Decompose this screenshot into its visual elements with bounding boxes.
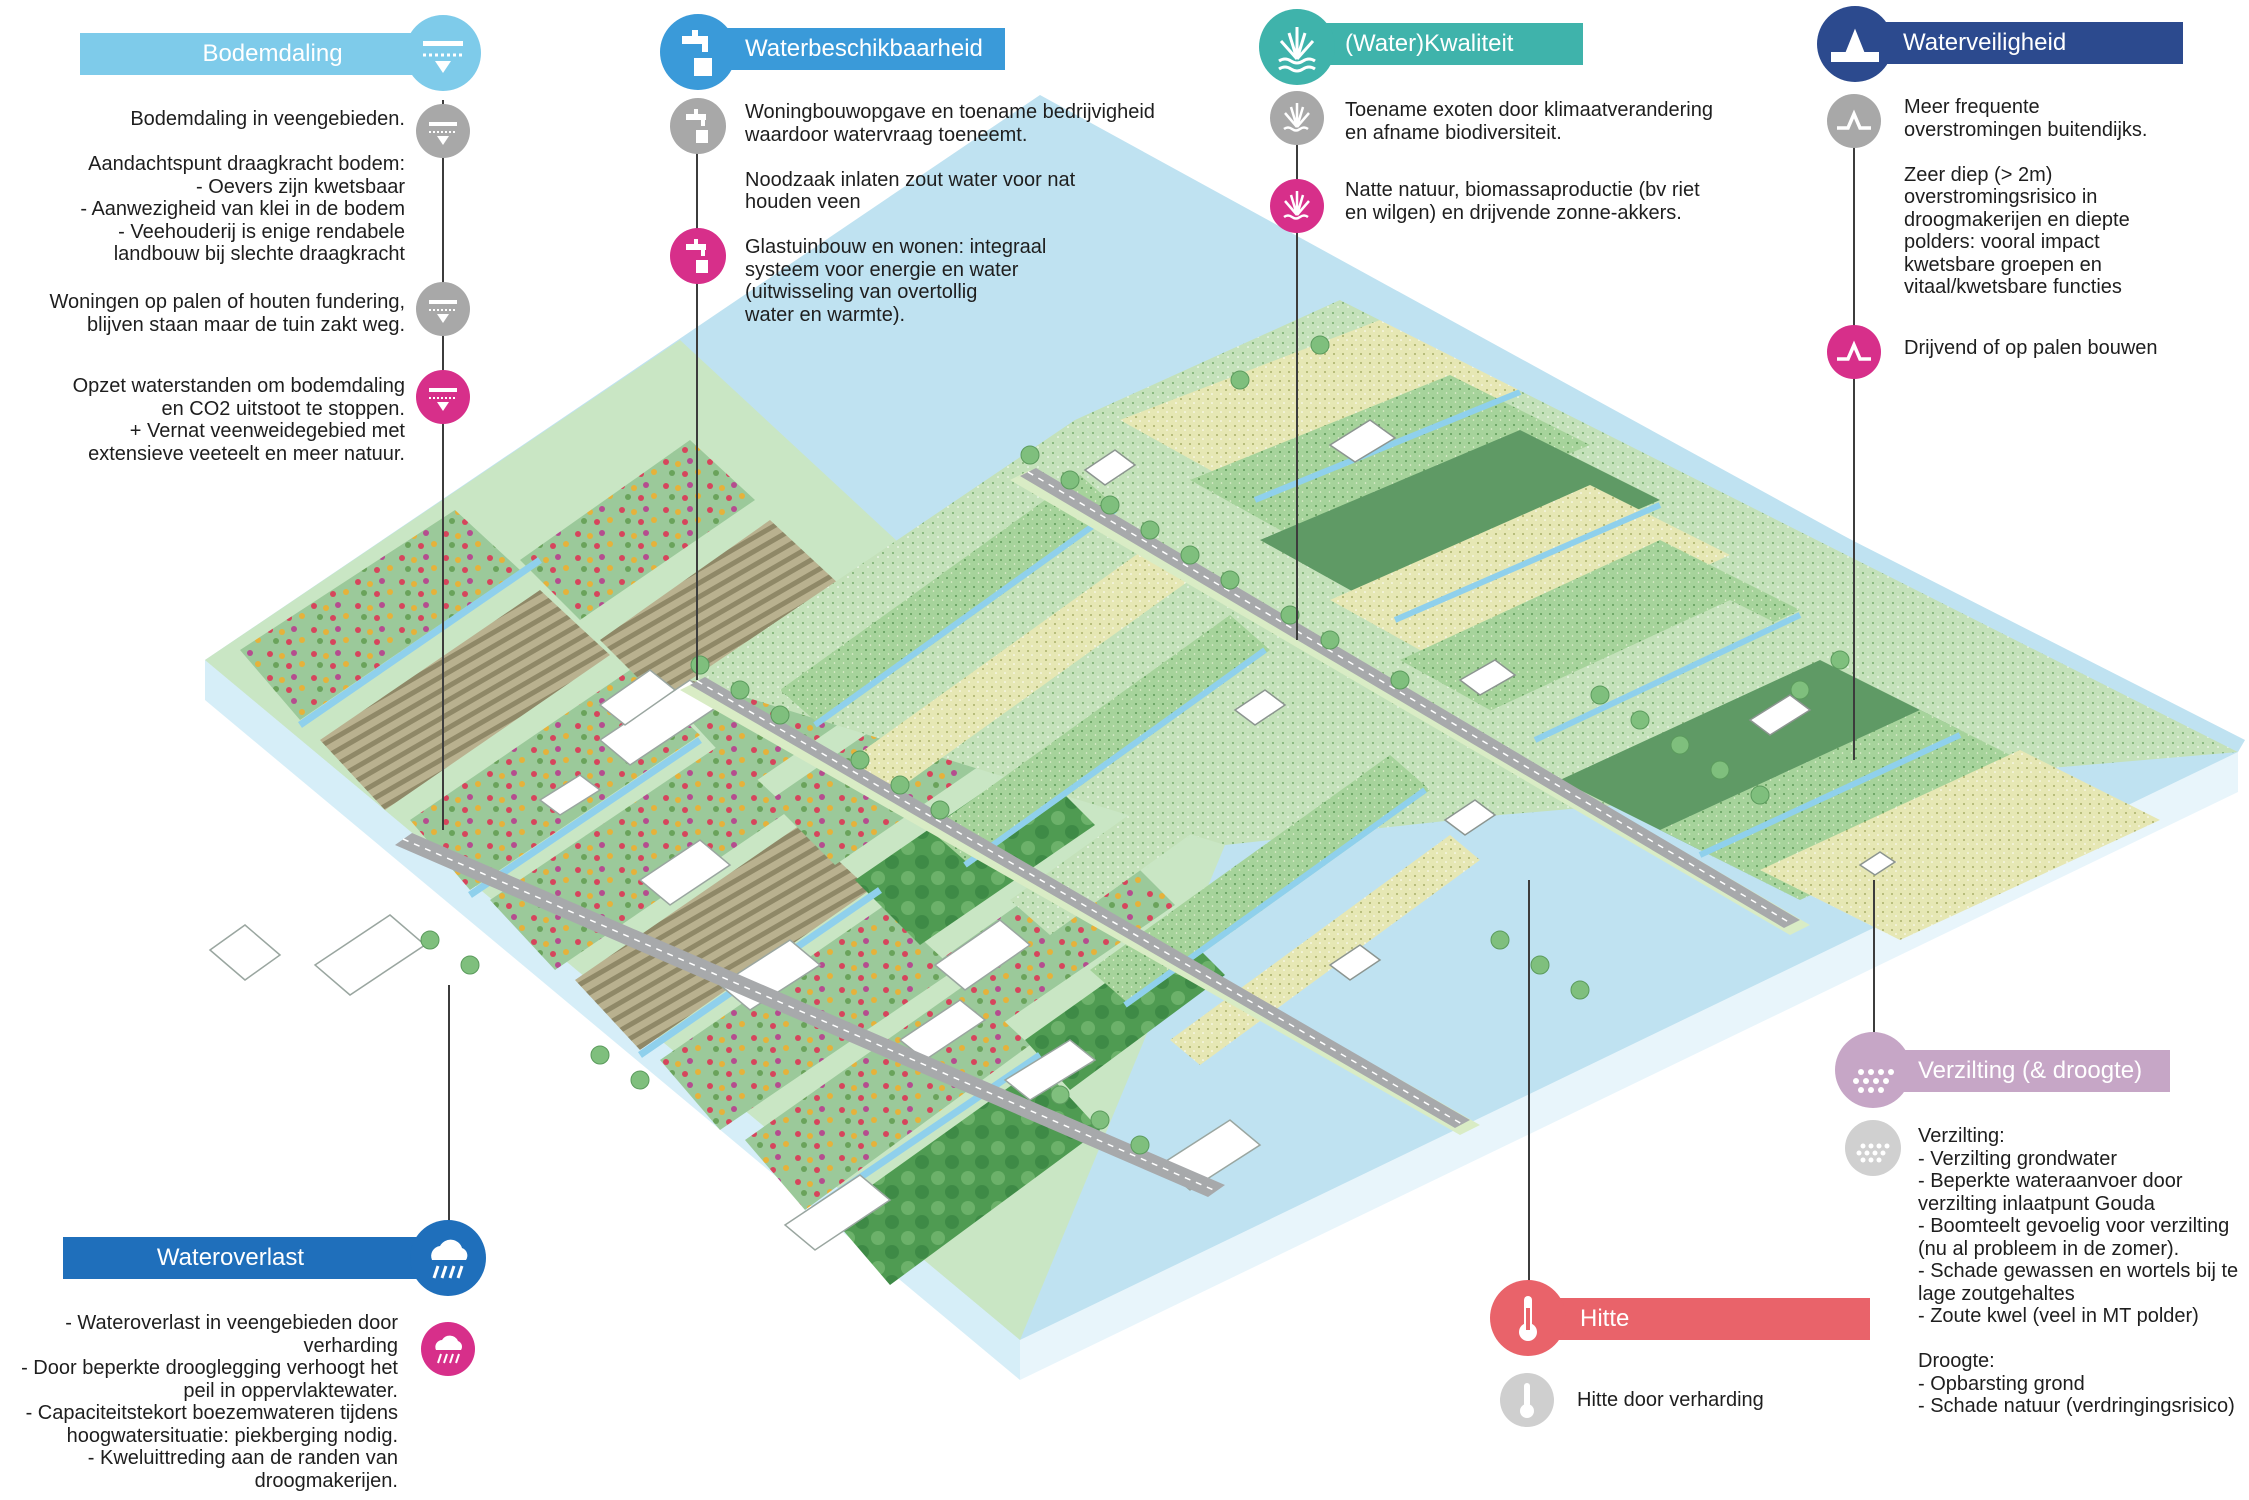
verzilting-main-icon <box>1835 1032 1911 1108</box>
farm-buildings <box>1083 419 1897 981</box>
kwaliteit-text-1: Toename exoten door klimaatverandering e… <box>1345 99 1713 144</box>
hitte-main-icon <box>1490 1280 1566 1356</box>
bodemdaling-title: Bodemdaling <box>202 40 343 67</box>
kwaliteit-title: (Water)Kwaliteit <box>1345 30 1514 57</box>
bodemdaling-icon-1 <box>416 104 470 158</box>
hitte-icon-1 <box>1500 1373 1554 1427</box>
kwaliteit-icon-2 <box>1270 179 1324 233</box>
kwaliteit-banner: (Water)Kwaliteit <box>1300 23 1583 65</box>
wateroverlast-text-1: - Wateroverlast in veengebieden door ver… <box>21 1312 398 1492</box>
roads <box>395 468 1810 1197</box>
waterveiligheid-icon-2 <box>1827 325 1881 379</box>
bodemdaling-main-icon <box>405 15 481 91</box>
bodemdaling-text-1: Bodemdaling in veengebieden. <box>130 108 405 130</box>
verzilting-title: Verzilting (& droogte) <box>1918 1057 2143 1084</box>
waterbeschikbaarheid-title: Waterbeschikbaarheid <box>745 35 983 62</box>
verzilting-text-1: Verzilting: - Verzilting grondwater - Be… <box>1918 1125 2239 1417</box>
hitte-banner: Hitte <box>1530 1298 1870 1340</box>
bodemdaling-banner: Bodemdaling <box>80 33 445 75</box>
bodemdaling-icon-3 <box>416 282 470 336</box>
waterveiligheid-text-1: Meer frequente overstromingen buitendijk… <box>1904 96 2148 298</box>
bodemdaling-text-3: Woningen op palen of houten fundering, b… <box>49 291 405 336</box>
waterbeschikbaarheid-main-icon <box>660 14 736 90</box>
waterbeschikbaarheid-text-2: Glastuinbouw en wonen: integraal systeem… <box>745 236 1047 326</box>
waterbeschikbaarheid-icon-1 <box>670 98 726 154</box>
waterbeschikbaarheid-icon-2 <box>670 228 726 284</box>
waterveiligheid-banner: Waterveiligheid <box>1858 22 2183 64</box>
meadow-ditches-far <box>1253 389 1962 858</box>
wateroverlast-banner: Wateroverlast <box>63 1237 448 1279</box>
tree-rows <box>420 335 1850 1155</box>
bodemdaling-icon-4 <box>416 370 470 424</box>
hitte-title: Hitte <box>1580 1305 1630 1332</box>
bodemdaling-text-4: Opzet waterstanden om bodemdaling en CO2… <box>72 375 405 465</box>
kwaliteit-main-icon <box>1259 9 1335 85</box>
river-edge <box>1340 290 2245 752</box>
verzilting-icon-1 <box>1845 1120 1901 1176</box>
waterveiligheid-title: Waterveiligheid <box>1903 29 2067 56</box>
waterveiligheid-text-2: Drijvend of op palen bouwen <box>1904 337 2158 359</box>
kwaliteit-icon-1 <box>1270 91 1324 145</box>
bodemdaling-text-2: Aandachtspunt draagkracht bodem: - Oever… <box>80 153 405 265</box>
waterbeschikbaarheid-text-1: Woningbouwopgave en toename bedrijvighei… <box>745 101 1155 213</box>
verzilting-banner: Verzilting (& droogte) <box>1880 1050 2170 1092</box>
waterveiligheid-icon-1 <box>1827 94 1881 148</box>
wateroverlast-icon-1 <box>421 1322 475 1376</box>
kwaliteit-text-2: Natte natuur, biomassaproductie (bv riet… <box>1345 179 1700 224</box>
wateroverlast-title: Wateroverlast <box>156 1244 305 1271</box>
waterveiligheid-main-icon <box>1817 6 1893 82</box>
hitte-text-1: Hitte door verharding <box>1577 1389 1764 1411</box>
waterbeschikbaarheid-banner: Waterbeschikbaarheid <box>700 28 1005 70</box>
meadow-strips-far <box>1120 320 2160 940</box>
wateroverlast-main-icon <box>410 1220 486 1296</box>
